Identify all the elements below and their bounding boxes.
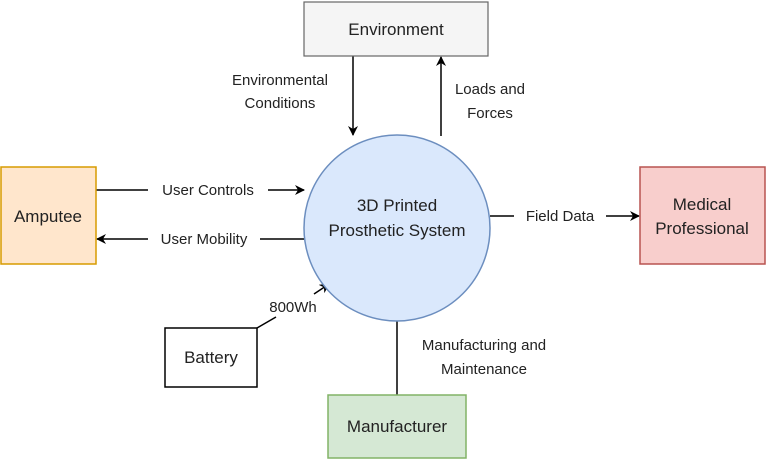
edge-manufacturing: Manufacturing and Maintenance	[392, 311, 546, 395]
edge-user-mobility: User Mobility	[96, 230, 304, 248]
node-medical-professional[interactable]: Medical Professional	[639, 166, 766, 265]
edge-battery-power: 800Wh	[256, 283, 330, 329]
edge-label: Manufacturing and	[422, 337, 546, 354]
node-manufacturer[interactable]: Manufacturer	[327, 394, 467, 459]
edge-label: 800Wh	[269, 299, 317, 316]
node-label: Amputee	[14, 207, 82, 226]
node-label: Environment	[348, 20, 444, 39]
node-label: Prosthetic System	[329, 221, 466, 240]
edge-user-controls: User Controls	[96, 180, 305, 199]
node-environment[interactable]: Environment	[303, 1, 489, 57]
edge-field-data: Field Data	[490, 206, 640, 225]
edge-environmental-conditions: Environmental Conditions	[232, 56, 358, 136]
edge-label: Loads and	[455, 81, 525, 98]
node-label: Battery	[184, 348, 238, 367]
node-label: Professional	[655, 219, 749, 238]
edge-label: Maintenance	[441, 361, 527, 378]
node-battery[interactable]: Battery	[164, 327, 258, 388]
edge-label: Field Data	[526, 208, 595, 225]
edge-loads-and-forces: Loads and Forces	[436, 56, 525, 136]
node-prosthetic-system[interactable]: 3D Printed Prosthetic System	[303, 134, 491, 322]
edge-label: User Controls	[162, 182, 254, 199]
node-amputee[interactable]: Amputee	[0, 166, 97, 265]
node-label: Manufacturer	[347, 417, 447, 436]
edge-label: User Mobility	[161, 231, 248, 248]
node-label: 3D Printed	[357, 196, 437, 215]
node-label: Medical	[673, 195, 732, 214]
edge-label: Environmental	[232, 72, 328, 89]
edge-label: Forces	[467, 105, 513, 122]
edge-label: Conditions	[245, 95, 316, 112]
